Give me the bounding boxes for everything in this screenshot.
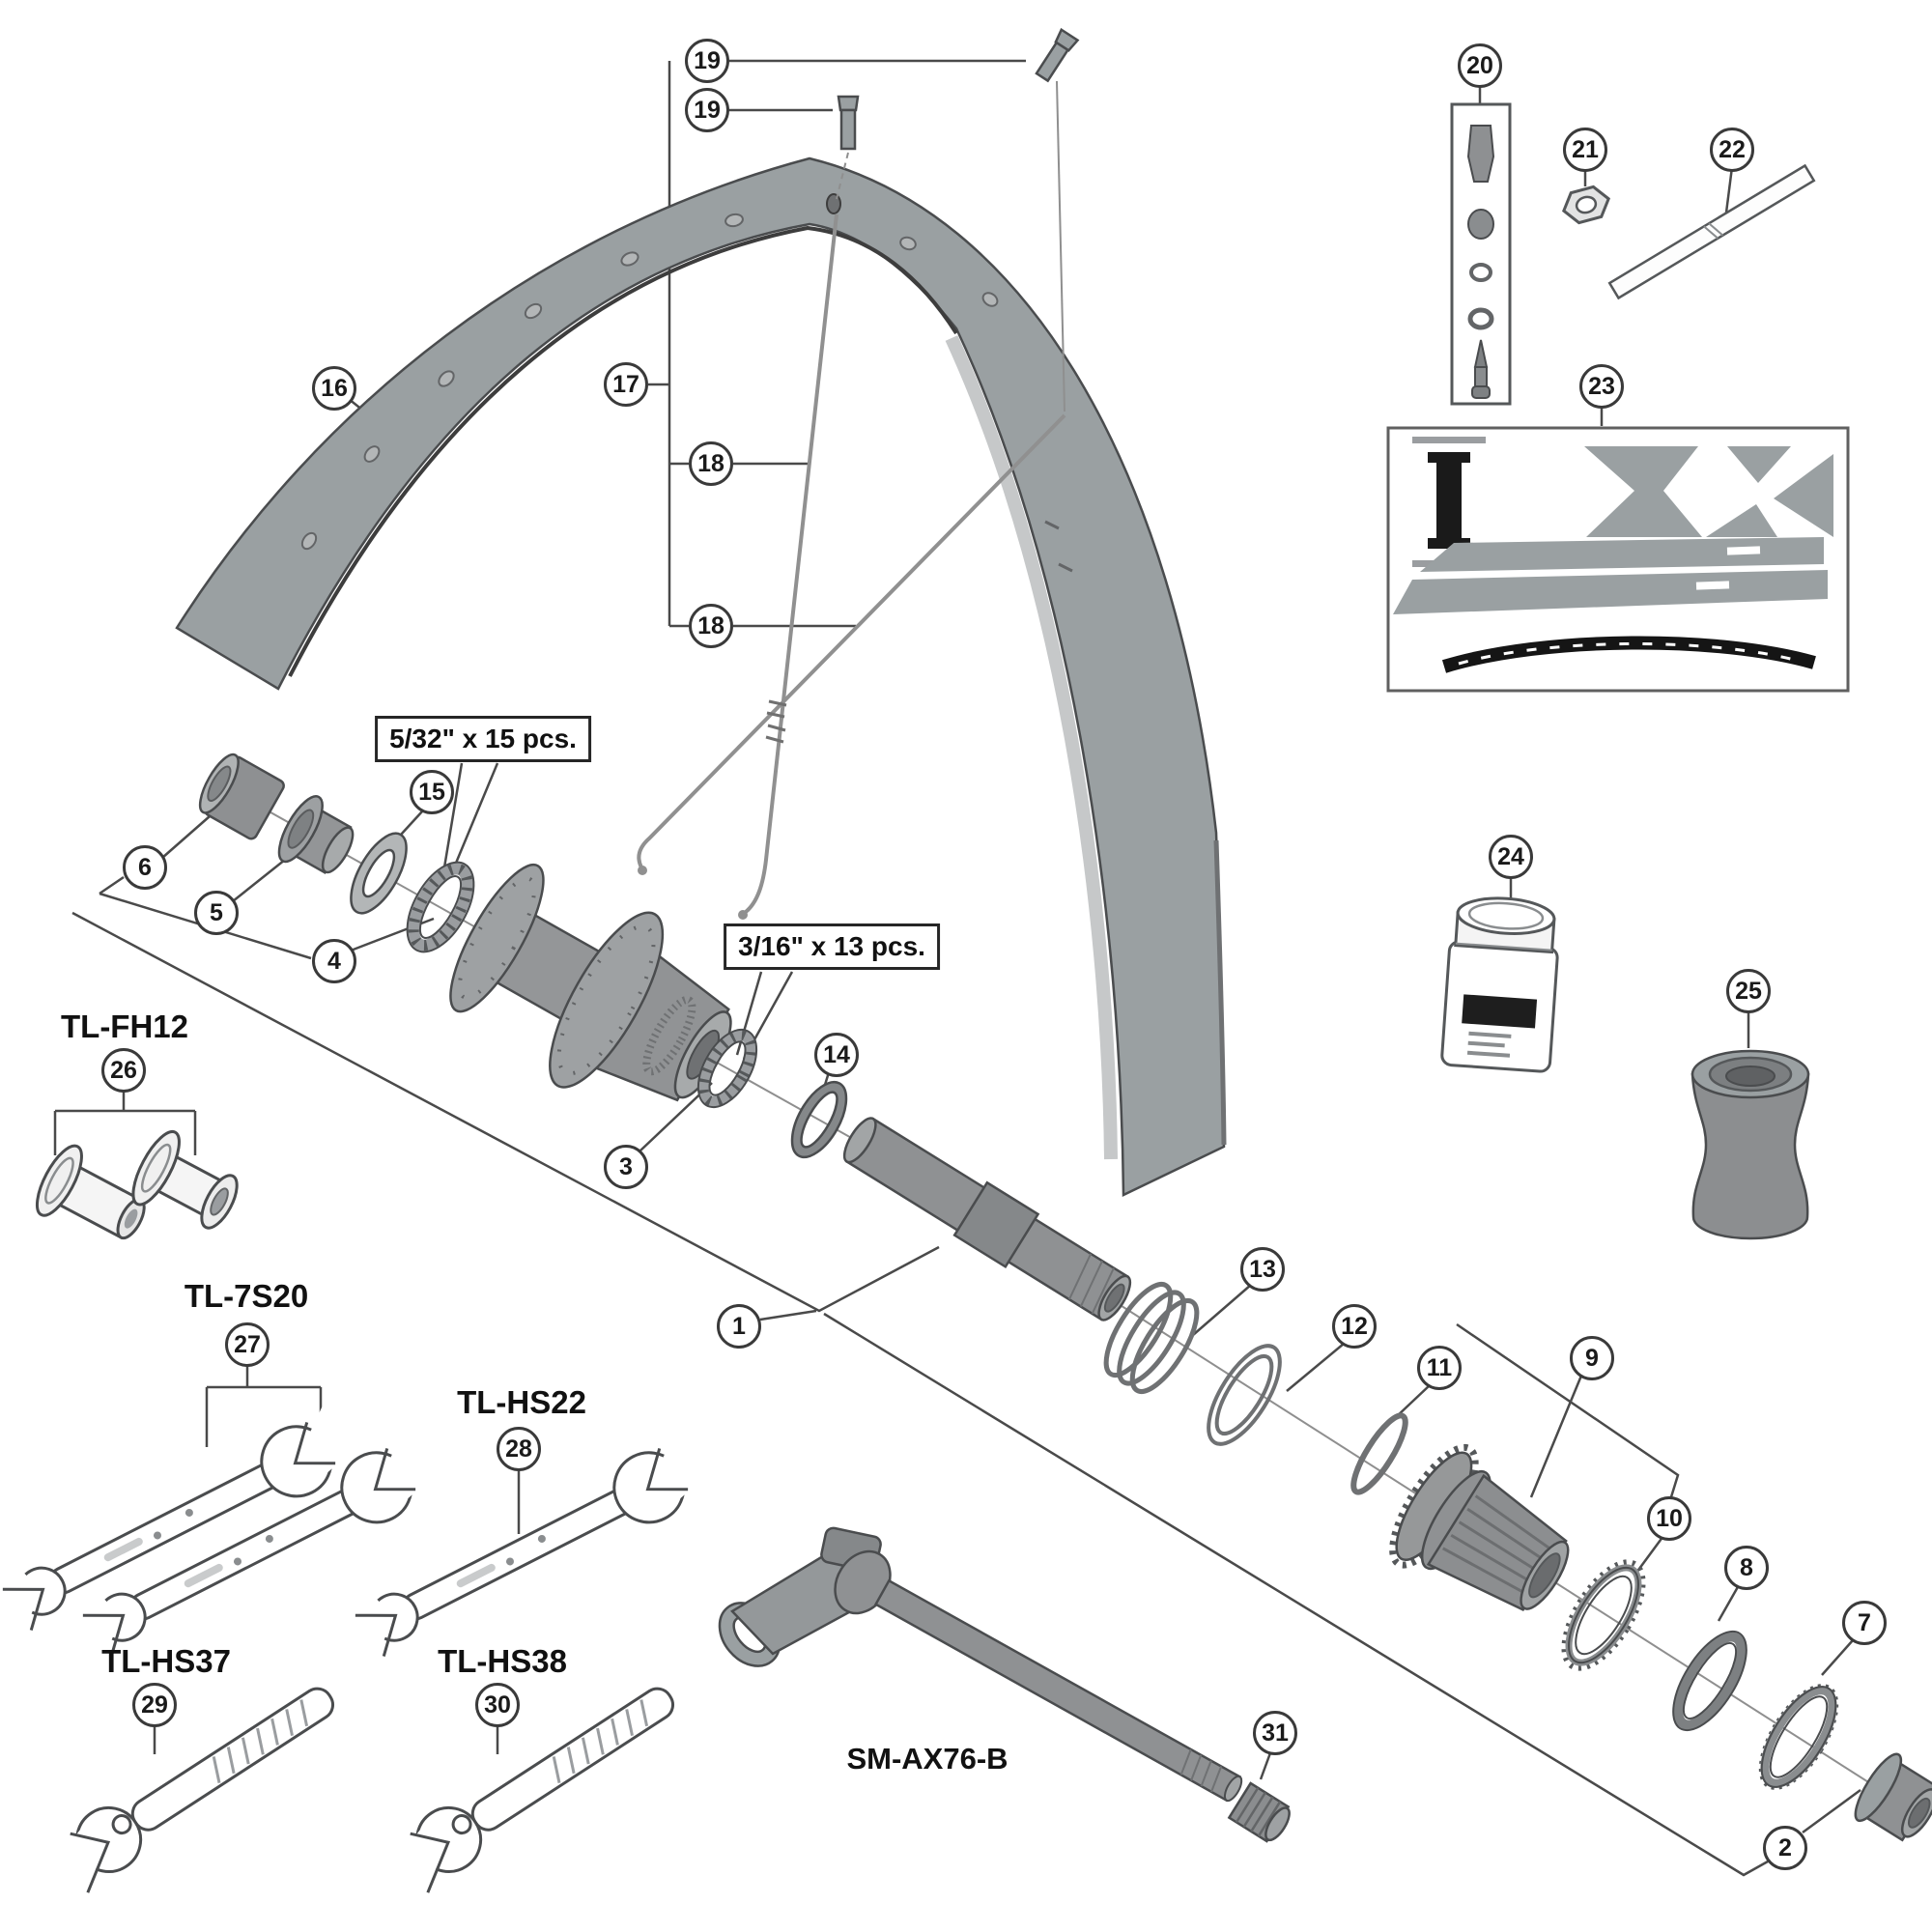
tl-fh12-parts [35,1129,239,1240]
callout-19: 19 [685,88,729,132]
callout-20: 20 [1458,43,1502,88]
callout-3: 3 [604,1145,648,1189]
callout-14: 14 [814,1033,859,1077]
callout-31: 31 [1253,1711,1297,1755]
callout-25: 25 [1726,969,1771,1013]
o-ring [1350,1412,1408,1495]
callout-2: 2 [1763,1826,1807,1870]
callout-30: 30 [475,1683,520,1727]
spoke-nipple [837,95,860,151]
spokes-and-nipples [637,27,1080,920]
dust-seal [790,1080,848,1159]
grease-jar [1440,896,1559,1073]
freehub-body [1389,1443,1570,1612]
serrated-ring [1561,1559,1646,1671]
hub-parts-left [198,753,848,1159]
callout-1: 1 [717,1304,761,1349]
serrated-washer [1758,1684,1839,1790]
valve-kit [1450,102,1512,406]
callout-18: 18 [689,441,733,486]
valve-hole [826,193,841,214]
thru-axle [718,1526,1291,1843]
hub-shell [449,863,732,1102]
callout-23: 23 [1579,364,1624,409]
rim [175,156,1227,1197]
callout-17: 17 [604,362,648,407]
label-tl-7s20: TL-7S20 [184,1278,309,1314]
hub-cone [277,795,355,875]
ball-size-label-right: 3/16" x 13 pcs. [724,923,940,970]
callout-5: 5 [194,891,239,935]
callout-28: 28 [497,1427,541,1471]
label-tl-hs38: TL-HS38 [438,1643,567,1679]
callout-19: 19 [685,39,729,83]
callout-8: 8 [1724,1546,1769,1590]
seal-ring [350,832,408,915]
callout-26: 26 [101,1048,146,1093]
callout-13: 13 [1240,1247,1285,1292]
valve-nut [1562,185,1610,225]
tool-tlhs38-wrench [365,1667,692,1915]
washer [1672,1630,1747,1732]
callout-27: 27 [225,1322,270,1367]
snap-spring [1103,1282,1200,1394]
callout-18: 18 [689,604,733,648]
callout-21: 21 [1563,128,1607,172]
adapter-spacer [1690,1049,1810,1240]
axle-cap [198,753,285,840]
callout-11: 11 [1417,1346,1462,1390]
ball-retainer-316 [696,1028,758,1109]
label-sm-ax76-b: SM-AX76-B [846,1742,1009,1776]
callout-7: 7 [1842,1601,1887,1645]
callout-16: 16 [312,366,356,411]
spoke-nipple [1035,27,1080,83]
callout-12: 12 [1332,1304,1377,1349]
callout-29: 29 [132,1683,177,1727]
spacer-ring [1207,1344,1282,1446]
callout-10: 10 [1647,1496,1691,1541]
rim-strip [1607,163,1816,300]
callout-6: 6 [123,845,167,890]
label-tl-hs22: TL-HS22 [457,1384,586,1420]
label-tl-hs37: TL-HS37 [101,1643,231,1679]
tool-tlhs37-wrench [25,1667,352,1915]
ball-size-label-left: 5/32" x 15 pcs. [375,716,591,762]
callout-22: 22 [1710,128,1754,172]
end-cap [1854,1752,1932,1842]
callout-4: 4 [312,939,356,983]
label-tl-fh12: TL-FH12 [61,1009,188,1044]
axle-rod [873,1578,1243,1803]
callout-9: 9 [1570,1336,1614,1380]
callout-24: 24 [1489,835,1533,879]
callout-15: 15 [410,770,454,814]
axle-parts-right [842,1117,1932,1842]
x-logo-decal [1584,446,1833,537]
decal-sheet [1386,426,1850,693]
ball-retainer-532 [406,861,475,953]
hub-axle [842,1117,1132,1321]
axle-nut [1227,1781,1291,1843]
